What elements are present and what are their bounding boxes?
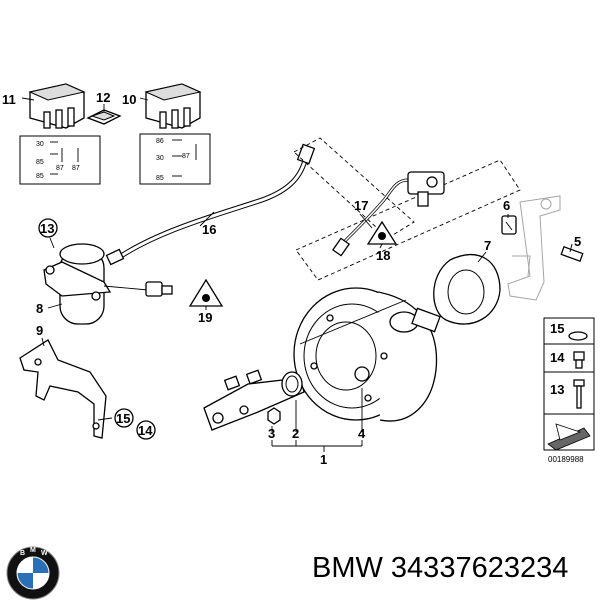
svg-text:W: W (41, 550, 48, 557)
svg-text:B: B (20, 550, 25, 557)
callout-17: 17 (354, 198, 368, 213)
callout-3: 3 (268, 426, 275, 441)
callout-13: 13 (40, 221, 54, 236)
warning-triangle-19 (188, 278, 224, 307)
callout-10: 10 (122, 92, 136, 107)
legend-label-15: 15 (550, 321, 564, 336)
vacuum-pump (43, 243, 173, 325)
o-ring-2 (281, 371, 303, 397)
relay-left-pin-1: 30 (36, 141, 44, 148)
relay-left-pin-2: 85 (36, 159, 44, 166)
relay-left-pin-5: 85 (36, 173, 44, 180)
callout-8: 8 (36, 301, 43, 316)
callout-2: 2 (292, 426, 299, 441)
fastener-legend (543, 317, 595, 451)
callout-1: 1 (320, 452, 327, 467)
nut-3 (267, 407, 281, 425)
callout-14: 14 (138, 423, 153, 438)
relay-left-pin-3: 87 (56, 165, 64, 172)
callout-19: 19 (198, 310, 212, 325)
bmw-logo: B M W (6, 546, 60, 600)
callout-7: 7 (484, 238, 491, 253)
relay-right-pin-3: 87 (182, 153, 190, 160)
brake-booster (293, 287, 441, 422)
legend-label-14: 14 (550, 350, 565, 365)
relay-right-pin-1: 86 (156, 138, 164, 145)
reference-code: 00189988 (548, 455, 584, 464)
clip-6 (501, 215, 517, 235)
svg-text:M: M (30, 547, 36, 554)
callout-ring-14 (136, 420, 156, 440)
vacuum-hose (105, 143, 316, 266)
callout-12: 12 (96, 90, 110, 105)
relay-left (19, 83, 101, 185)
callout-ring-15 (114, 408, 134, 428)
callout-9: 9 (36, 323, 43, 338)
relay-left-pin-4: 87 (72, 165, 80, 172)
relay-right-pin-4: 85 (156, 175, 164, 182)
callout-5: 5 (574, 234, 581, 249)
callout-16: 16 (202, 222, 216, 237)
leader-lines (21, 97, 573, 432)
relay-right (139, 83, 211, 185)
pin-5 (560, 245, 584, 263)
master-cylinder (203, 369, 305, 431)
callout-6: 6 (503, 198, 510, 213)
callout-4: 4 (358, 426, 366, 441)
warning-triangle-18 (366, 220, 398, 245)
legend-label-13: 13 (550, 382, 564, 397)
mounting-bracket (19, 339, 107, 439)
check-valve (331, 171, 445, 257)
relay-right-pin-2: 30 (156, 155, 164, 162)
callout-ring-13 (38, 218, 58, 238)
callout-18: 18 (376, 248, 390, 263)
dashed-frame-left (293, 137, 415, 239)
clip-part (86, 109, 122, 125)
callout-11: 11 (2, 92, 16, 107)
gasket (433, 253, 501, 325)
pedal-assembly (507, 195, 561, 301)
callout-15: 15 (116, 411, 130, 426)
part-number-caption: BMW 34337623234 (312, 552, 569, 584)
